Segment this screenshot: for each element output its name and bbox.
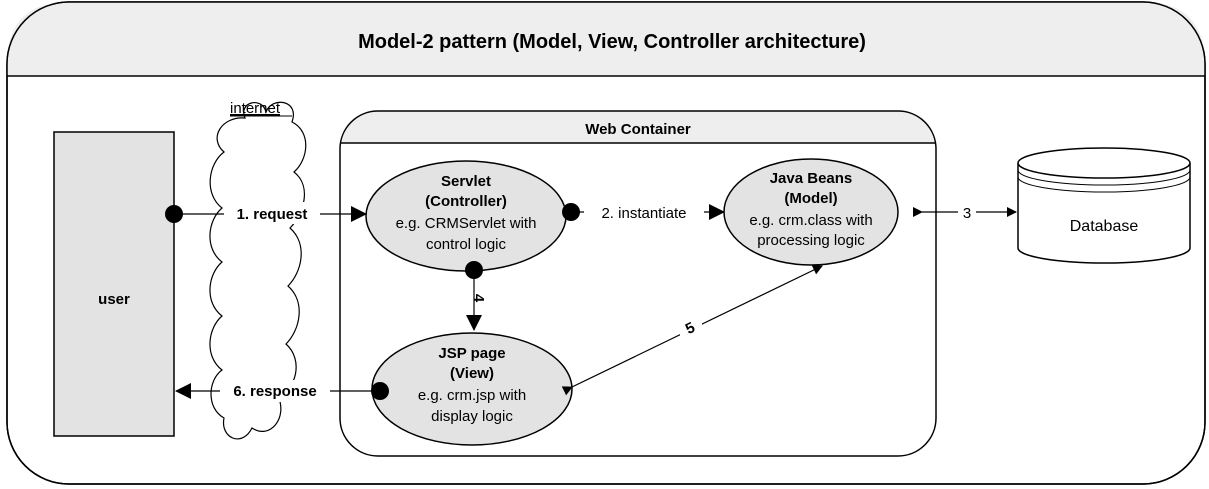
edge-response-label: 6. response xyxy=(233,383,316,400)
web-container xyxy=(339,110,937,457)
user-box xyxy=(53,131,175,437)
servlet-desc-2: control logic xyxy=(426,236,507,253)
user-label: user xyxy=(98,291,130,308)
edge-access xyxy=(561,265,823,396)
edge-request-label: 1. request xyxy=(237,206,308,223)
edge-request xyxy=(165,202,367,224)
internet-label: internet xyxy=(230,100,281,117)
jsp-role: (View) xyxy=(450,365,494,382)
servlet-title: Servlet xyxy=(441,173,491,190)
jsp-title: JSP page xyxy=(438,345,505,362)
database-icon xyxy=(1017,147,1191,264)
database-label: Database xyxy=(1070,218,1139,235)
internet-cloud xyxy=(209,101,307,440)
web-container-label: Web Container xyxy=(585,121,691,138)
edge-instantiate-label: 2. instantiate xyxy=(601,205,686,222)
jsp-desc-1: e.g. crm.jsp with xyxy=(418,387,526,404)
jsp-desc-2: display logic xyxy=(431,408,513,425)
beans-desc-2: processing logic xyxy=(757,232,865,249)
beans-role: (Model) xyxy=(784,190,837,207)
edge-database xyxy=(913,202,1017,222)
beans-title: Java Beans xyxy=(770,170,853,187)
servlet-role: (Controller) xyxy=(425,193,507,210)
beans-desc-1: e.g. crm.class with xyxy=(749,212,872,229)
edge-forward xyxy=(465,261,483,331)
edge-response xyxy=(175,380,389,402)
edge-instantiate xyxy=(562,201,725,223)
edge-database-label: 3 xyxy=(963,205,971,222)
diagram-title: Model-2 pattern (Model, View, Controller… xyxy=(358,31,866,53)
edge-forward-label: 4 xyxy=(470,294,487,303)
servlet-desc-1: e.g. CRMServlet with xyxy=(396,215,537,232)
